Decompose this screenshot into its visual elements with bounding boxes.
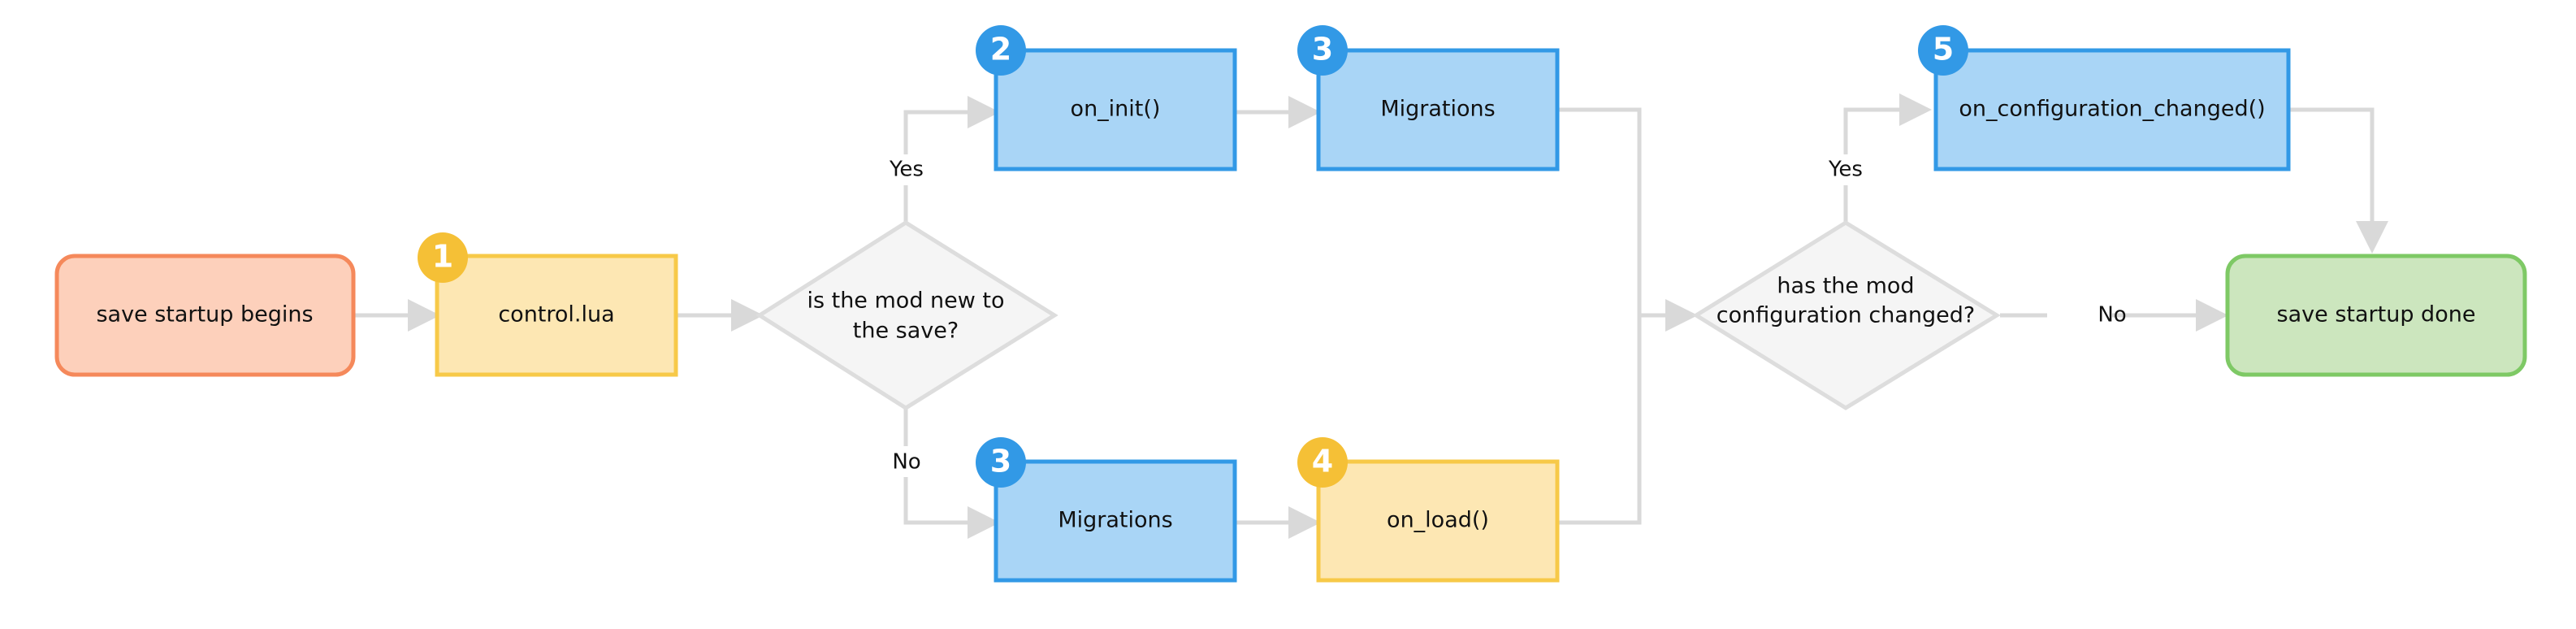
badge-migrations-top-number: 3 <box>1312 32 1333 67</box>
node-start: save startup begins <box>54 254 356 377</box>
node-done: save startup done <box>2225 254 2527 377</box>
badge-on-load: 4 <box>1297 437 1348 488</box>
badge-on-init: 2 <box>976 25 1026 76</box>
node-on-load-label: on_load() <box>1387 508 1489 533</box>
node-on-configuration-changed: on_configuration_changed() <box>1933 48 2291 171</box>
edge-decision-new-yes-to-on-init <box>903 96 1000 223</box>
decision-mod-new-line1: is the mod new to <box>807 288 1004 314</box>
badge-on-init-number: 2 <box>990 32 1011 67</box>
badge-control-number: 1 <box>432 239 453 275</box>
badge-on-configuration-changed-number: 5 <box>1933 32 1954 67</box>
node-migrations-top-label: Migrations <box>1380 97 1495 122</box>
node-start-label: save startup begins <box>96 302 313 328</box>
edge-migrations-top-to-merge <box>1557 107 1642 525</box>
node-on-init-label: on_init() <box>1071 97 1161 122</box>
decision-mod-new: is the mod new to the save? <box>755 220 1059 410</box>
edge-labels: Yes No Yes No <box>884 154 2127 477</box>
badge-on-load-number: 4 <box>1312 444 1333 479</box>
decision-config-changed: has the mod configuration changed? <box>1692 220 2001 410</box>
label-config-no: No <box>2098 303 2126 328</box>
node-migrations-bottom-label: Migrations <box>1058 508 1172 533</box>
label-new-yes: Yes <box>889 158 924 182</box>
decision-config-changed-line1: has the mod <box>1777 274 1914 299</box>
node-on-configuration-changed-label: on_configuration_changed() <box>1959 97 2265 122</box>
node-control: control.lua <box>435 254 678 377</box>
connectors <box>353 93 2388 539</box>
badge-migrations-bottom: 3 <box>976 437 1026 488</box>
decision-mod-new-line2: the save? <box>853 319 959 344</box>
edge-on-config-changed-to-done <box>2288 107 2388 254</box>
label-new-no: No <box>892 450 920 475</box>
badge-control: 1 <box>418 232 468 283</box>
badge-on-configuration-changed: 5 <box>1918 25 1968 76</box>
node-control-label: control.lua <box>498 302 614 328</box>
decision-config-changed-line2: configuration changed? <box>1717 303 1976 328</box>
node-migrations-top: Migrations <box>1316 48 1560 171</box>
label-config-yes: Yes <box>1828 158 1863 182</box>
node-on-init: on_init() <box>994 48 1237 171</box>
badge-migrations-top: 3 <box>1297 25 1348 76</box>
node-done-label: save startup done <box>2277 302 2476 328</box>
node-on-load: on_load() <box>1316 459 1560 583</box>
badge-migrations-bottom-number: 3 <box>990 444 1011 479</box>
node-migrations-bottom: Migrations <box>994 459 1237 583</box>
